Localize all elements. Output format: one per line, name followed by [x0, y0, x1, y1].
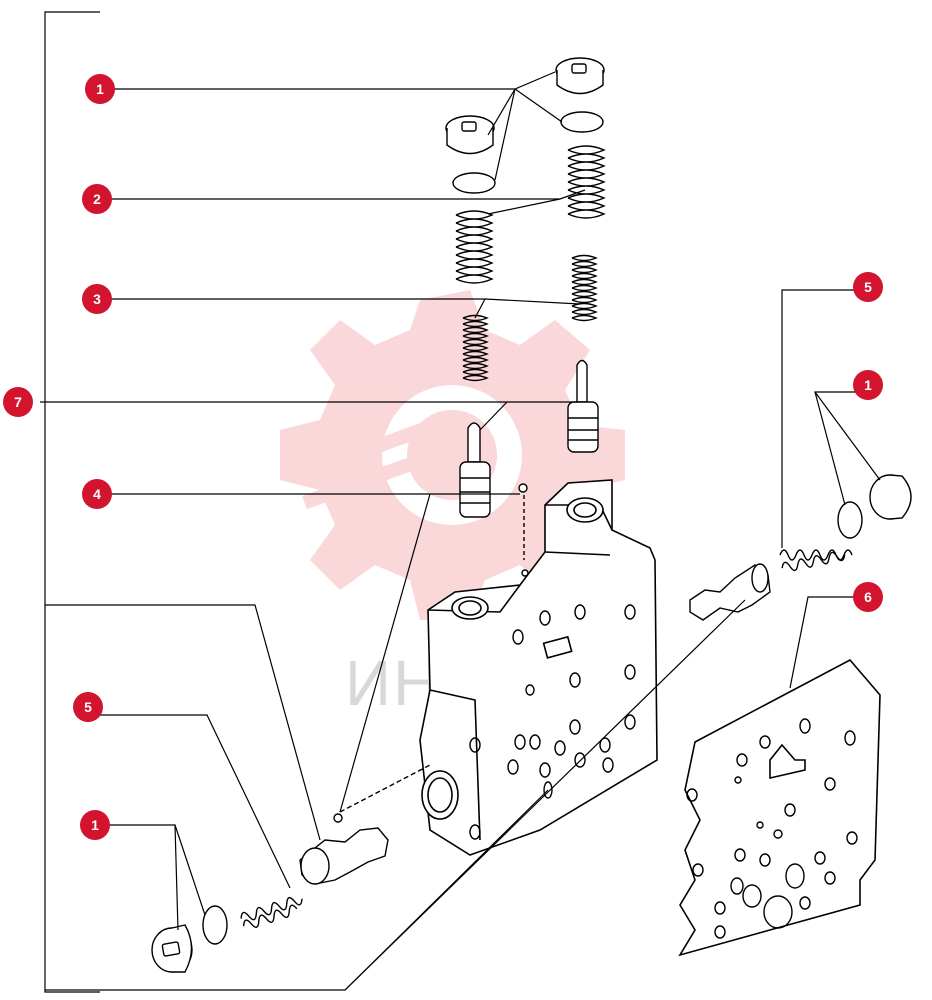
callout-1-left: 1 — [80, 810, 110, 840]
svg-text:7: 7 — [14, 394, 22, 410]
svg-text:4: 4 — [93, 486, 101, 502]
callout-7: 7 — [3, 387, 33, 417]
gasket-plate — [678, 658, 881, 957]
assembly-bracket — [40, 11, 100, 993]
svg-text:5: 5 — [864, 279, 872, 295]
callout-5-right: 5 — [853, 272, 883, 302]
lower-left-components — [151, 764, 431, 973]
callouts: 1 2 3 7 4 5 1 6 — [3, 74, 883, 840]
svg-text:1: 1 — [864, 377, 872, 393]
callout-5-left: 5 — [73, 692, 103, 722]
callout-2: 2 — [82, 184, 112, 214]
top-components — [445, 57, 606, 560]
svg-text:3: 3 — [93, 291, 101, 307]
svg-text:5: 5 — [84, 699, 92, 715]
svg-text:1: 1 — [96, 81, 104, 97]
callout-6: 6 — [853, 582, 883, 612]
callout-1-right: 1 — [853, 370, 883, 400]
svg-text:2: 2 — [93, 191, 101, 207]
valve-body — [419, 479, 658, 856]
callout-1-top: 1 — [85, 74, 115, 104]
right-components — [689, 474, 912, 621]
callout-4: 4 — [82, 479, 112, 509]
callout-3: 3 — [82, 284, 112, 314]
leader-lines — [45, 71, 881, 991]
svg-text:6: 6 — [864, 589, 872, 605]
svg-text:1: 1 — [91, 817, 99, 833]
